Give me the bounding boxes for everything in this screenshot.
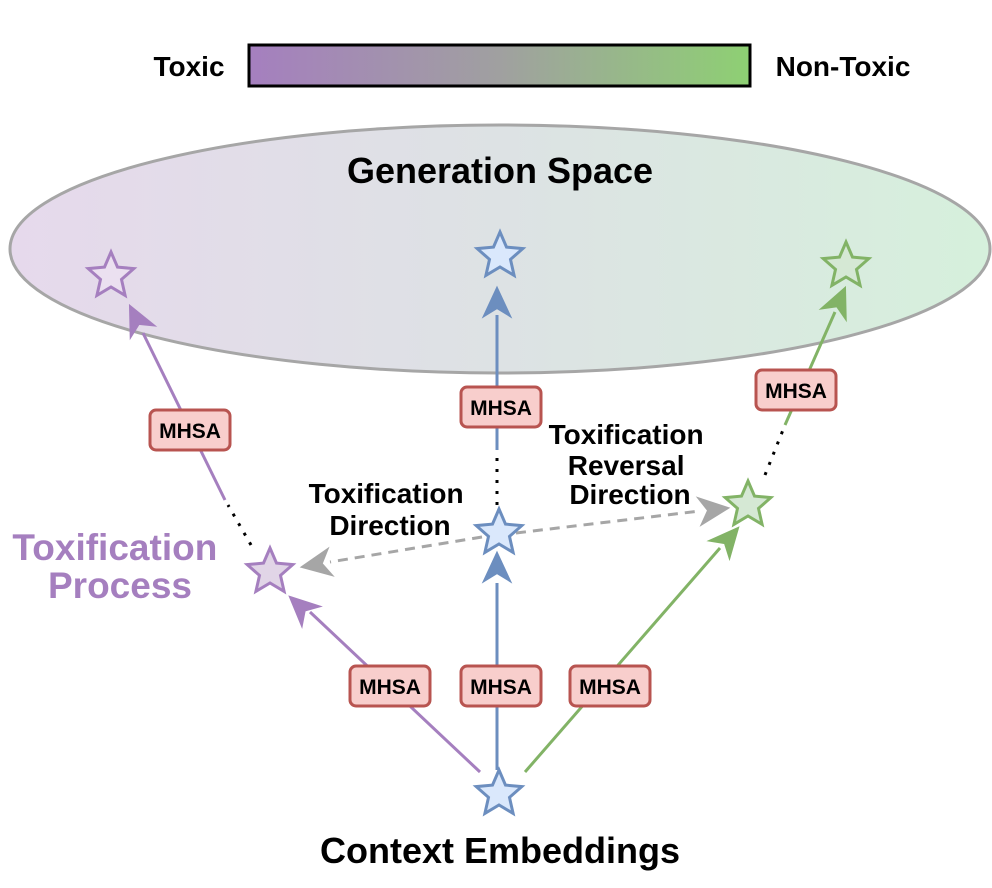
toxic-dotted-line — [226, 504, 253, 546]
connector-lines — [141, 311, 837, 774]
mhsa-box-neutral-upper: MHSA — [459, 385, 543, 429]
toxification-process-line-2: Process — [48, 565, 192, 606]
toxification-process-line-1: Toxification — [12, 527, 217, 568]
arrowhead-icon-neutral-lower — [481, 550, 513, 584]
mhsa-boxes: MHSA MHSA MHSA MHSA MHSA MHSA — [148, 368, 838, 708]
toxicity-gradient-bar — [247, 43, 752, 88]
mhsa-box-non-toxic-lower: MHSA — [568, 664, 652, 708]
arrowhead-icon-toxic-lower — [288, 595, 323, 629]
arrowhead-icon-toxic-upper — [128, 303, 158, 341]
arrowhead-icon-non-toxic-upper — [818, 285, 847, 323]
star-icon-toxic-mid — [243, 544, 297, 595]
star-icon-non-toxic-mid — [721, 477, 775, 528]
reversal-direction-line-3: Direction — [569, 479, 690, 510]
mhsa-label: MHSA — [765, 380, 827, 403]
toxification-direction-line-1: Toxification — [309, 478, 464, 509]
reversal-direction-line — [515, 509, 701, 535]
star-icon-non-toxic-output — [819, 238, 873, 289]
mhsa-label: MHSA — [359, 676, 421, 699]
legend-toxic-label: Toxic — [153, 51, 224, 82]
mhsa-label: MHSA — [470, 397, 532, 420]
toxification-direction-line — [329, 535, 483, 564]
star-icon-toxic-output — [84, 248, 138, 299]
arrowhead-icon-non-toxic-lower — [706, 526, 740, 562]
non-toxic-dotted-line — [763, 424, 787, 476]
stars — [84, 228, 873, 817]
arrowhead-icon-toxification-direction — [299, 546, 335, 577]
mhsa-box-toxic-lower: MHSA — [348, 664, 432, 708]
mhsa-box-neutral-lower: MHSA — [459, 664, 543, 708]
arrowhead-icon-neutral-upper — [481, 285, 513, 319]
reversal-direction-label: Toxification Reversal Direction — [549, 419, 712, 510]
toxification-direction-line-2: Direction — [329, 510, 450, 541]
mhsa-box-toxic-upper: MHSA — [148, 408, 232, 452]
star-icon-neutral-output — [473, 228, 527, 279]
legend-non-toxic-label: Non-Toxic — [776, 51, 911, 82]
mhsa-label: MHSA — [159, 420, 221, 443]
mhsa-label: MHSA — [470, 676, 532, 699]
arrowheads — [128, 285, 847, 629]
context-embeddings-label: Context Embeddings — [320, 830, 680, 871]
mhsa-label: MHSA — [579, 676, 641, 699]
toxification-process-label: Toxification Process — [12, 527, 227, 606]
toxification-direction-label: Toxification Direction — [309, 478, 472, 541]
star-icon-context — [472, 766, 526, 817]
reversal-direction-line-2: Reversal — [568, 450, 685, 481]
reversal-direction-line-1: Toxification — [549, 419, 704, 450]
arrowhead-icon-reversal-direction — [695, 496, 731, 527]
generation-space-title: Generation Space — [347, 150, 653, 191]
star-icon-neutral-mid — [472, 505, 526, 556]
mhsa-box-non-toxic-upper: MHSA — [754, 368, 838, 412]
non-toxic-lower-line — [523, 547, 722, 773]
